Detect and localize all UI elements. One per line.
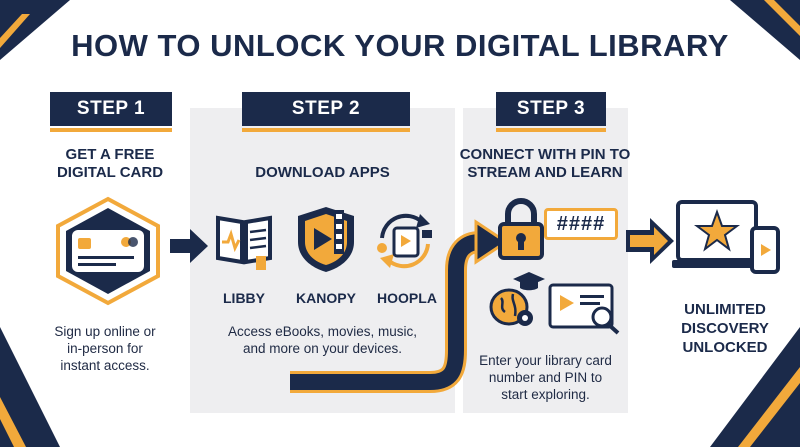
film-play-shield-icon — [294, 204, 358, 279]
result-line1: UNLIMITED — [684, 301, 766, 318]
step2-heading: DOWNLOAD APPS — [255, 164, 390, 181]
padlock-icon — [496, 196, 546, 267]
result-line2: DISCOVERY — [681, 320, 769, 337]
step3-heading-line2: STREAM AND LEARN — [467, 164, 623, 181]
corner-decoration-bottom-left — [0, 327, 60, 447]
step2-body-line1: Access eBooks, movies, music, — [227, 324, 418, 339]
star-devices-icon — [672, 198, 780, 293]
brain-gear-icon — [487, 282, 537, 337]
step1-heading-line1: GET A FREE — [65, 146, 155, 163]
corner-decoration-top-right — [730, 0, 800, 60]
app-label-libby: LIBBY — [223, 290, 265, 306]
corner-decoration-top-left — [0, 0, 70, 60]
pin-mask-text: #### — [556, 212, 606, 235]
library-card-icon — [52, 196, 164, 311]
media-cycle-icon — [372, 210, 438, 277]
step3-body-line2: number and PIN to — [488, 370, 603, 385]
pin-bubble: #### — [544, 208, 618, 240]
step2-tab: STEP 2 — [242, 92, 410, 132]
step1-tab: STEP 1 — [50, 92, 172, 132]
step3-panel — [463, 108, 628, 413]
corner-decoration-bottom-right — [710, 327, 800, 447]
step3-body-line3: start exploring. — [501, 387, 590, 402]
step3-heading-line1: CONNECT WITH PIN TO — [459, 146, 631, 163]
step1-heading-line2: DIGITAL CARD — [56, 164, 164, 181]
video-player-icon — [548, 283, 622, 340]
app-label-hoopla: HOOPLA — [377, 290, 437, 306]
curved-arrow-icon — [280, 210, 520, 405]
step1-body-line2: in-person for — [67, 341, 143, 356]
open-book-icon — [212, 210, 276, 277]
result-line3: UNLOCKED — [682, 339, 768, 356]
step1-body-line3: instant access. — [60, 358, 150, 373]
step1-body-line1: Sign up online or — [54, 324, 156, 339]
glow-arrow-icon — [626, 218, 676, 269]
step2-body-line2: and more on your devices. — [242, 341, 403, 356]
step3-tab: STEP 3 — [496, 92, 606, 132]
page-title: HOW TO UNLOCK YOUR DIGITAL LIBRARY — [71, 28, 729, 63]
step3-body-line1: Enter your library card — [479, 353, 612, 368]
app-label-kanopy: KANOPY — [296, 290, 356, 306]
arrow-right-icon — [170, 229, 210, 268]
graduation-cap-icon — [512, 270, 546, 297]
